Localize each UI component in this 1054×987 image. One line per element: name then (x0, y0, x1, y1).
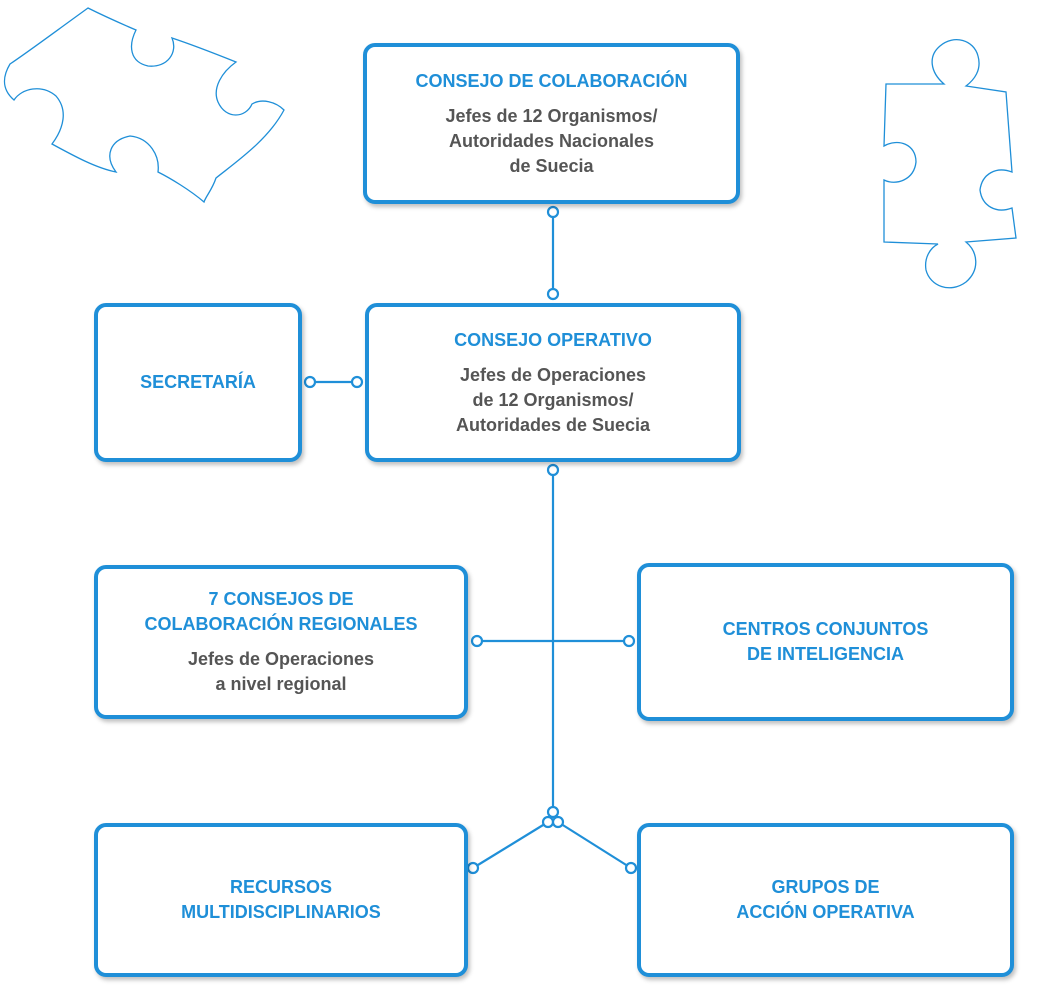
connector-dot (470, 634, 484, 648)
connector-dot (622, 634, 636, 648)
connector-dot (303, 375, 317, 389)
puzzle-piece-right-icon (883, 39, 1017, 289)
secretariat-title: SECRETARÍA (140, 372, 256, 392)
operational-council-desc: Jefes de Operaciones de 12 Organismos/ A… (455, 364, 651, 435)
collaboration-council-title: CONSEJO DE COLABORACIÓN (415, 70, 688, 91)
connector-dot (546, 287, 560, 301)
intelligence-centers-title: CENTROS CONJUNTOS DE INTELIGENCIA (722, 619, 929, 664)
multidisciplinary-resources-box: RECURSOS MULTIDISCIPLINARIOS (94, 823, 468, 977)
connector-dot (624, 861, 638, 875)
puzzle-piece-left-icon (3, 7, 285, 204)
connector-dot (551, 815, 565, 829)
collaboration-council-box: CONSEJO DE COLABORACIÓN Jefes de 12 Orga… (363, 43, 740, 204)
secretariat-box: SECRETARÍA (94, 303, 302, 462)
operational-council-title: CONSEJO OPERATIVO (454, 329, 652, 350)
intelligence-centers-box: CENTROS CONJUNTOS DE INTELIGENCIA (637, 563, 1014, 721)
operational-action-groups-box: GRUPOS DE ACCIÓN OPERATIVA (637, 823, 1014, 977)
regional-councils-box: 7 CONSEJOS DE COLABORACIÓN REGIONALES Je… (94, 565, 468, 719)
connector-dot (541, 815, 555, 829)
connector-dot (546, 205, 560, 219)
operational-action-groups-title: GRUPOS DE ACCIÓN OPERATIVA (736, 877, 915, 922)
connector-dot (466, 861, 480, 875)
connector-dot (546, 463, 560, 477)
regional-councils-title: 7 CONSEJOS DE COLABORACIÓN REGIONALES (144, 589, 418, 634)
connector-dot (350, 375, 364, 389)
multidisciplinary-resources-title: RECURSOS MULTIDISCIPLINARIOS (181, 877, 381, 922)
regional-councils-desc: Jefes de Operaciones a nivel regional (187, 649, 375, 694)
connector-dot (546, 805, 560, 819)
collaboration-council-desc: Jefes de 12 Organismos/ Autoridades Naci… (445, 105, 658, 176)
operational-council-box: CONSEJO OPERATIVO Jefes de Operaciones d… (365, 303, 741, 462)
